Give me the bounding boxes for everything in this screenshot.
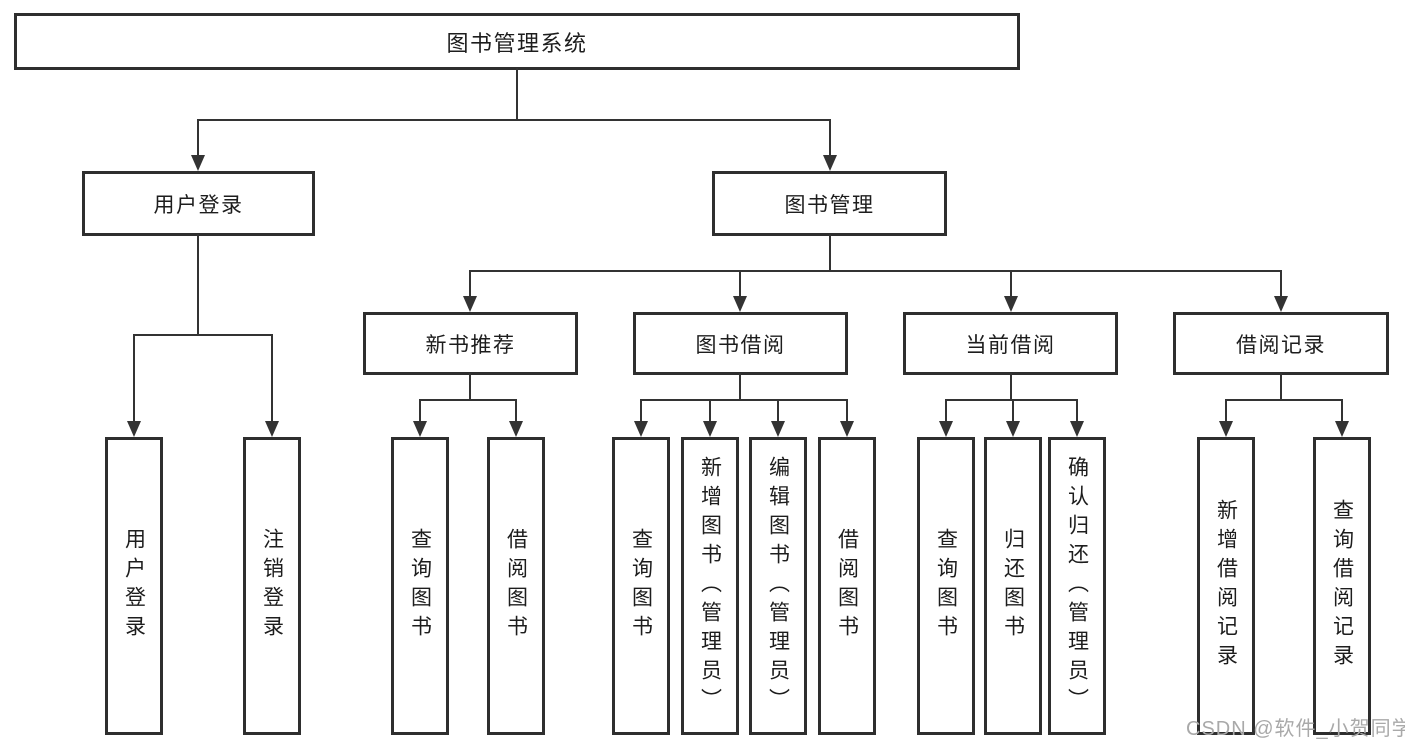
connector-user-login-stem [197, 234, 199, 335]
connector-group3-drop1 [945, 399, 947, 423]
leaf-edit-books-admin: 编辑图书（管理员） [749, 437, 807, 735]
node-label: 用户登录 [153, 193, 244, 217]
node-label: 图书管理 [784, 193, 875, 217]
node-current-borrowing: 当前借阅 [903, 312, 1118, 375]
connector-group1-rail [419, 399, 517, 401]
connector-group3-drop3 [1076, 399, 1078, 423]
arrow-down [509, 421, 523, 437]
connector-group4-rail [1225, 399, 1343, 401]
connector-group2-drop3 [777, 399, 779, 423]
connector-drop-book-management [829, 119, 831, 157]
leaf-add-borrow-record: 新增借阅记录 [1197, 437, 1255, 735]
connector-group3-drop2 [1012, 399, 1014, 423]
leaf-query-books-2: 查询图书 [612, 437, 670, 735]
connector-group4-drop1 [1225, 399, 1227, 423]
node-label: 当前借阅 [965, 333, 1056, 357]
connector-group3-stem [1010, 373, 1012, 400]
arrow-down [634, 421, 648, 437]
node-book-borrowing: 图书借阅 [633, 312, 848, 375]
node-label: 新增图书（管理员） [698, 455, 722, 717]
connector-root-stem [516, 68, 518, 121]
connector-level2-rail [197, 119, 831, 121]
arrow-down [413, 421, 427, 437]
leaf-confirm-return-admin: 确认归还（管理员） [1048, 437, 1106, 735]
node-label: 新增借阅记录 [1214, 499, 1238, 673]
node-label: 图书管理系统 [446, 30, 588, 56]
connector-group4-drop2 [1341, 399, 1343, 423]
arrow-down [840, 421, 854, 437]
node-label: 编辑图书（管理员） [766, 455, 790, 717]
connector-group2-rail [640, 399, 848, 401]
leaf-borrow-books-2: 借阅图书 [818, 437, 876, 735]
leaf-user-login: 用户登录 [105, 437, 163, 735]
node-label: 查询借阅记录 [1330, 499, 1354, 673]
node-label: 注销登录 [260, 528, 284, 644]
connector-drop-new-book [469, 270, 471, 298]
connector-group1-drop2 [515, 399, 517, 423]
node-label: 图书借阅 [695, 333, 786, 357]
connector-group2-drop4 [846, 399, 848, 423]
node-label: 归还图书 [1001, 528, 1025, 644]
leaf-return-books: 归还图书 [984, 437, 1042, 735]
arrow-down [1335, 421, 1349, 437]
node-label: 借阅图书 [504, 528, 528, 644]
leaf-query-books-3: 查询图书 [917, 437, 975, 735]
connector-user-login-rail [133, 334, 273, 336]
connector-group1-drop1 [419, 399, 421, 423]
node-new-book-recommend: 新书推荐 [363, 312, 578, 375]
arrow-down [191, 155, 205, 171]
arrow-down [703, 421, 717, 437]
arrow-down [1006, 421, 1020, 437]
node-library-system: 图书管理系统 [14, 13, 1020, 70]
node-label: 借阅记录 [1236, 333, 1326, 357]
connector-drop-user-login [197, 119, 199, 157]
leaf-query-borrow-record: 查询借阅记录 [1313, 437, 1371, 735]
arrow-down [1219, 421, 1233, 437]
node-label: 确认归还（管理员） [1065, 455, 1089, 717]
node-label: 查询图书 [629, 528, 653, 644]
arrow-down [771, 421, 785, 437]
node-book-management: 图书管理 [712, 171, 947, 236]
arrow-down [939, 421, 953, 437]
connector-group2-drop1 [640, 399, 642, 423]
connector-group1-stem [469, 373, 471, 400]
connector-level3-rail [469, 270, 1282, 272]
arrow-down [127, 421, 141, 437]
connector-group2-drop2 [709, 399, 711, 423]
leaf-borrow-books-1: 借阅图书 [487, 437, 545, 735]
node-label: 查询图书 [934, 528, 958, 644]
connector-drop-logout-leaf [271, 334, 273, 423]
arrow-down [1004, 296, 1018, 312]
watermark: CSDN @软件_小贺同学 [1186, 718, 1405, 740]
connector-group3-rail [945, 399, 1078, 401]
arrow-down [733, 296, 747, 312]
node-borrowing-records: 借阅记录 [1173, 312, 1389, 375]
node-user-login: 用户登录 [82, 171, 315, 236]
connector-drop-borrow-record [1280, 270, 1282, 298]
connector-drop-book-borrow [739, 270, 741, 298]
arrow-down [463, 296, 477, 312]
arrow-down [265, 421, 279, 437]
connector-drop-current-borrow [1010, 270, 1012, 298]
connector-group4-stem [1280, 373, 1282, 400]
leaf-logout: 注销登录 [243, 437, 301, 735]
arrow-down [1274, 296, 1288, 312]
node-label: 借阅图书 [835, 528, 859, 644]
node-label: 新书推荐 [425, 333, 516, 357]
leaf-query-books-1: 查询图书 [391, 437, 449, 735]
node-label: 查询图书 [408, 528, 432, 644]
connector-book-management-stem [829, 234, 831, 271]
connector-group2-stem [739, 373, 741, 400]
connector-drop-login-leaf [133, 334, 135, 423]
arrow-down [1070, 421, 1084, 437]
leaf-add-books-admin: 新增图书（管理员） [681, 437, 739, 735]
node-label: 用户登录 [122, 528, 146, 644]
arrow-down [823, 155, 837, 171]
